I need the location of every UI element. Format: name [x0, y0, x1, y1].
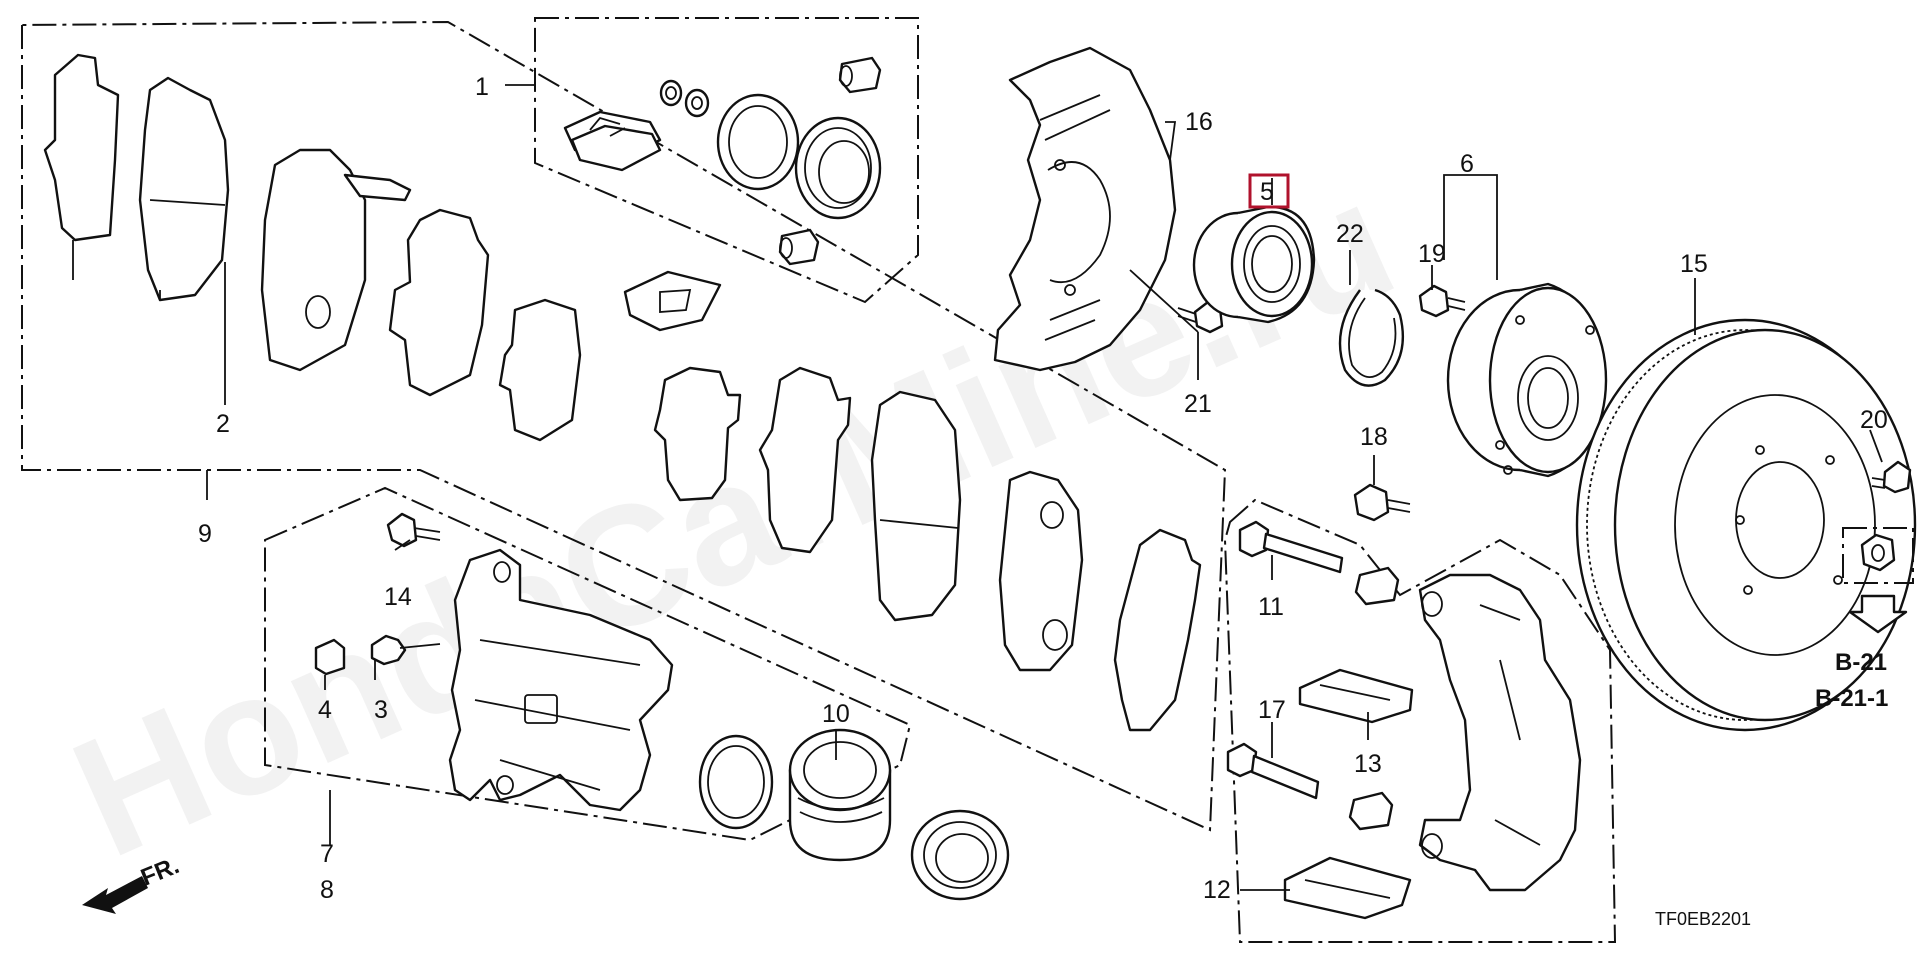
- callout-4[interactable]: 4: [318, 696, 332, 724]
- callout-9[interactable]: 9: [198, 520, 212, 548]
- bleeder-parts: [314, 512, 441, 676]
- pin-boot-bottom: [778, 228, 820, 266]
- caliper-bracket: [1418, 573, 1582, 892]
- callout-13[interactable]: 13: [1354, 750, 1382, 778]
- shim-pack: [563, 110, 662, 172]
- inner-shim: [388, 208, 490, 397]
- pad-set-lower: [653, 366, 1202, 732]
- callout-7[interactable]: 7: [320, 840, 334, 868]
- small-seal-2: [684, 88, 710, 118]
- callout-1[interactable]: 1: [475, 73, 489, 101]
- front-arrow-icon: [82, 876, 148, 914]
- rotor-screw-20: [1871, 460, 1912, 494]
- callout-14[interactable]: 14: [384, 583, 412, 611]
- callout-5[interactable]: 5: [1260, 178, 1274, 206]
- callout-16[interactable]: 16: [1185, 108, 1213, 136]
- bleeder-screw: [370, 634, 407, 666]
- callout-8[interactable]: 8: [320, 876, 334, 904]
- callout-20[interactable]: 20: [1860, 406, 1888, 434]
- bracket-outline: [1223, 498, 1617, 943]
- reference-b-21[interactable]: B-21: [1835, 649, 1887, 676]
- outer-shim: [43, 53, 120, 242]
- brake-rotor: [1575, 318, 1917, 732]
- bleeder-cap: [314, 638, 346, 676]
- dust-boot: [794, 116, 882, 220]
- callout-10[interactable]: 10: [822, 700, 850, 728]
- kit-9-outline: [21, 20, 1227, 832]
- snap-ring: [1338, 288, 1404, 387]
- guide-pin-17: [1226, 742, 1320, 800]
- callouts: 1 2 3 4 5 6 7 8 9 10 11 12 13 14 15 16 1…: [198, 73, 1888, 904]
- callout-3[interactable]: 3: [374, 696, 388, 724]
- seal-kit: [563, 56, 882, 266]
- reference-b-21-1[interactable]: B-21-1: [1815, 685, 1888, 712]
- pin-boot-upper: [1354, 566, 1400, 606]
- callout-12[interactable]: 12: [1203, 876, 1231, 904]
- callout-19[interactable]: 19: [1418, 240, 1446, 268]
- callout-22[interactable]: 22: [1336, 220, 1364, 248]
- inner-pad: [260, 148, 367, 372]
- outer-pad: [138, 76, 230, 302]
- caliper-body: [448, 548, 674, 812]
- hub-nut-box: [1842, 527, 1914, 584]
- caliper-bolt-14: [386, 512, 418, 548]
- bracket-bolt-18: [1353, 483, 1411, 522]
- pin-boot-top: [838, 56, 882, 94]
- piston-seal: [716, 93, 800, 191]
- pin-boot-lower: [1348, 791, 1394, 831]
- piston-assembly: [698, 728, 1010, 901]
- guide-pin-11: [1238, 520, 1344, 574]
- diagram-code: TF0EB2201: [1655, 909, 1751, 929]
- callout-21[interactable]: 21: [1184, 390, 1212, 418]
- wear-indicator: [343, 173, 412, 202]
- callout-5-highlight: [1248, 173, 1290, 209]
- callout-18[interactable]: 18: [1360, 423, 1388, 451]
- small-seal: [659, 79, 683, 107]
- hub-bolt-19: [1418, 284, 1466, 318]
- callout-2[interactable]: 2: [216, 410, 230, 438]
- pad-clip-13: [1298, 668, 1414, 724]
- callout-15[interactable]: 15: [1680, 250, 1708, 278]
- leader-lines: [72, 84, 1883, 891]
- wheel-bearing: [1192, 205, 1316, 324]
- pad-set-upper: [43, 53, 582, 442]
- inner-shim-2: [498, 298, 582, 442]
- reference-arrow: [1848, 594, 1908, 634]
- splash-guard: [993, 46, 1177, 372]
- callout-17[interactable]: 17: [1258, 696, 1286, 724]
- callout-11[interactable]: 11: [1258, 593, 1284, 621]
- wheel-hub: [1446, 282, 1608, 478]
- pad-clip-12: [1283, 856, 1412, 920]
- grease-sachet: [623, 270, 722, 332]
- callout-6[interactable]: 6: [1460, 150, 1474, 178]
